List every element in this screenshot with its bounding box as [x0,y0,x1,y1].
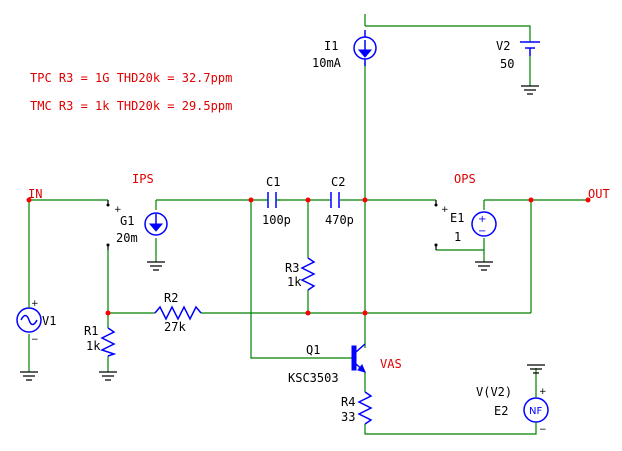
label-v1-name: V1 [42,314,56,328]
label-v2-name: V2 [496,39,510,53]
grounds [20,85,545,381]
label-r3-name: R3 [285,261,299,275]
capacitor-c2 [330,192,340,208]
node-dots [26,197,591,316]
annotation-tpc: TPC R3 = 1G THD20k = 32.7ppm [30,71,232,85]
vcvs-e1: + + − [434,200,497,250]
i1-arrow-head [357,49,373,58]
label-v2-value: 50 [500,57,514,71]
g1-input-pos-pin [106,203,110,207]
node-dot-feedback [362,310,368,316]
e2-minus-sign: − [539,425,547,435]
label-c2-name: C2 [331,175,345,189]
node-dot-ops [528,197,534,203]
battery-v2 [520,41,540,56]
current-source-i1 [353,30,377,66]
label-i1-value: 10mA [312,56,342,70]
e1-minus-inner: − [478,226,486,237]
wire-q1-base [250,200,352,359]
net-label-out: OUT [588,187,610,201]
node-dot-r3 [305,310,311,316]
e2-plus-sign: + [539,387,547,397]
label-r2-value: 27k [164,320,186,334]
ground-symbol-g1 [147,261,165,271]
label-r1-name: R1 [84,324,98,338]
annotation-tmc: TMC R3 = 1k THD20k = 29.5ppm [30,99,232,113]
e1-plus-inner: + [478,214,486,225]
label-e2-value: V(V2) [476,385,512,399]
label-r4-value: 33 [341,410,355,424]
resistor-r3 [300,257,316,291]
vccs-g1: + [106,200,168,250]
label-e1-name: E1 [450,211,464,225]
node-dot-out [585,197,591,203]
label-q1-name: Q1 [306,343,320,357]
label-i1-name: I1 [324,39,338,53]
node-dot-vas [362,197,368,203]
stage-label-vas: VAS [380,357,402,371]
q1-emitter-arrow [357,364,366,373]
stage-label-ops: OPS [454,172,476,186]
q1-base-bar [351,345,357,371]
node-dot-r1r2 [105,310,111,316]
label-g1-name: G1 [120,214,134,228]
wires [28,14,588,435]
label-r4-name: R4 [341,395,355,409]
resistor-r2 [154,305,202,321]
labels: TPC R3 = 1G THD20k = 32.7ppm TMC R3 = 1k… [28,39,610,424]
node-dot-c1c2 [305,197,311,203]
r2-zigzag [154,305,202,321]
ground-symbol-r1 [99,371,117,381]
label-r2-name: R2 [164,291,178,305]
label-c2-value: 470p [325,213,354,227]
stage-label-ips: IPS [132,172,154,186]
label-r1-value: 1k [86,339,101,353]
ground-symbol-v2 [521,85,539,95]
label-e1-value: 1 [454,230,461,244]
v1-plus-sign: + [31,299,39,309]
g1-plus-sign: + [114,205,122,215]
label-c1-value: 100p [262,213,291,227]
r4-zigzag [357,391,373,425]
e1-input-neg-pin [434,243,438,247]
net-label-in: IN [28,187,42,201]
label-g1-value: 20m [116,231,138,245]
g1-input-neg-pin [106,243,110,247]
resistor-r4 [357,391,373,425]
r3-zigzag [300,257,316,291]
transistor-q1 [351,343,366,373]
ground-symbol-e1 [475,261,493,271]
c2-plates [330,192,340,208]
label-e2-name: E2 [494,404,508,418]
label-q1-value: KSC3503 [288,371,339,385]
node-dot-c1 [248,197,254,203]
e1-input-pos-pin [434,203,438,207]
g1-arrow-head [148,223,164,232]
noise-source-e2: NF + − [523,387,549,435]
capacitor-c1 [266,192,280,208]
g1-body [144,212,168,236]
voltage-source-v1: + − [16,299,42,345]
ground-symbol-e2 [527,364,545,374]
wire-top-rail [364,14,531,42]
label-r3-value: 1k [287,275,302,289]
node-dot-in [26,197,32,203]
v1-minus-sign: − [31,335,39,345]
c1-plates [267,192,277,208]
e1-plus-sign: + [441,205,449,215]
wire-r4-e2 [364,424,537,435]
label-c1-name: C1 [266,175,280,189]
ground-symbol-v1 [20,371,38,381]
e2-symbol: NF [529,406,542,417]
r1-zigzag [100,327,117,357]
resistor-r1 [100,327,117,357]
e1-body [471,211,497,237]
v1-sine [20,314,38,326]
